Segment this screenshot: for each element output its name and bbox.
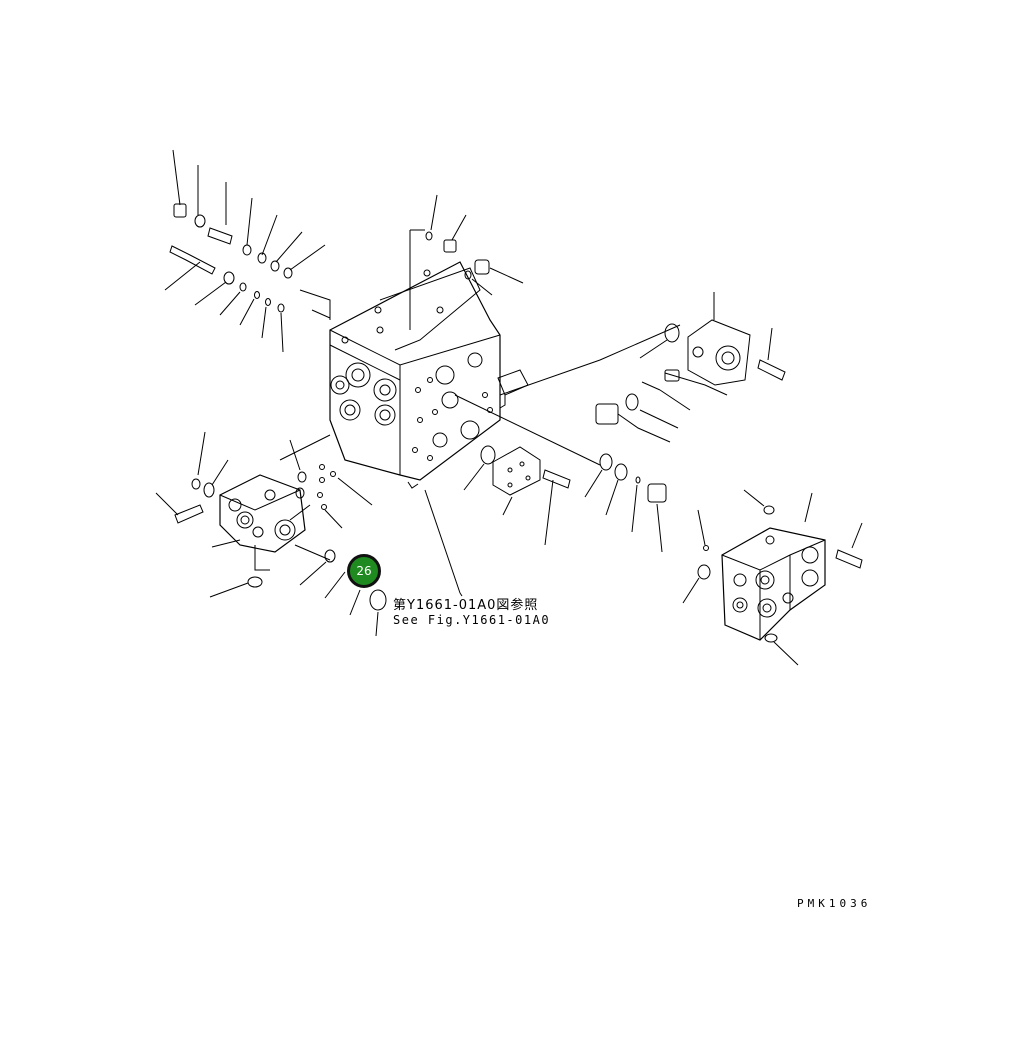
centre-parts	[463, 445, 667, 553]
leader-body-1	[409, 229, 425, 330]
left-lower-block	[155, 431, 387, 637]
leader-body-2	[499, 324, 681, 396]
right-lower-block	[682, 489, 863, 666]
top-middle-parts	[425, 194, 524, 296]
main-valve-body	[299, 261, 529, 489]
drawing-code: PMK1036	[797, 897, 872, 910]
figure-reference-japanese: 第Y1661-01A0図参照	[393, 598, 539, 613]
right-cluster-parts	[595, 292, 786, 443]
leader-body-4	[279, 434, 331, 461]
leader-body-3	[454, 394, 601, 466]
ref-leader-end	[459, 592, 463, 597]
figure-reference-english: See Fig.Y1661-01A0	[393, 613, 551, 627]
highlighted-part-callout[interactable]: 26	[347, 554, 381, 588]
top-left-parts	[164, 149, 326, 353]
leader-body-ref	[424, 489, 461, 594]
